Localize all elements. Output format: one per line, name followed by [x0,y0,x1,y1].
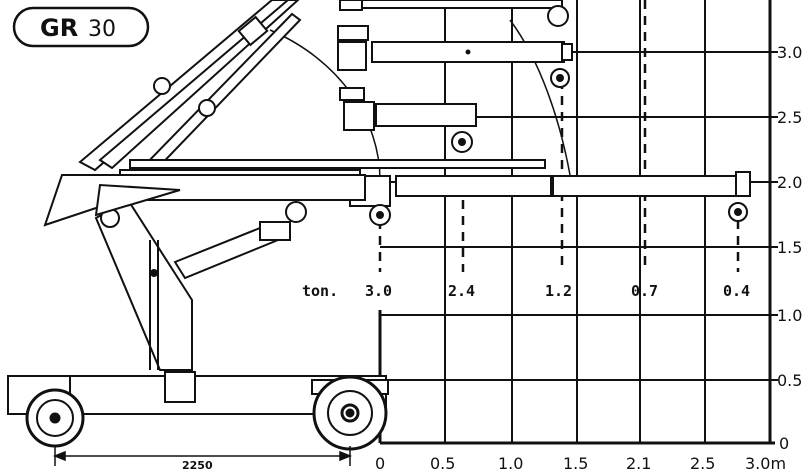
rear-wheel [25,388,85,448]
height-axis-labels: 3.0 2.5 2.0 1.5 1.0 0.5 0 [777,43,802,453]
mast-frame [43,174,366,371]
height-tick-label: 0 [779,434,789,453]
load-label: 1.2 [545,282,572,300]
reach-gridlines [378,0,772,443]
boom-30 [337,25,573,88]
reach-tick-label: 2.1 [626,454,651,471]
jib-swing-arc [509,19,571,176]
model-badge-number: 30 [88,17,116,42]
model-badge: GR 30 [12,6,150,48]
height-tick-label: 2.0 [777,173,802,192]
reach-tick-label: 0 [375,454,385,471]
model-badge-code: GR [40,14,78,42]
height-tick-label: 1.5 [777,238,802,257]
load-label: 3.0 [365,282,392,300]
reach-tick-label: 1.0 [498,454,523,471]
height-ticks [770,51,778,381]
height-tick-label: 3.0 [777,43,802,62]
load-labels: 3.0 2.4 1.2 0.7 0.4 [365,282,750,300]
wheelbase-dimension [52,446,353,466]
height-tick-label: 2.5 [777,108,802,127]
load-label: 0.7 [631,282,658,300]
boom-inclined [78,0,302,178]
reach-tick-label: 0.5 [430,454,455,471]
height-tick-label: 0.5 [777,371,802,390]
load-label: 2.4 [448,282,475,300]
load-drop-lines [378,0,740,272]
unit-label: ton. [302,282,338,300]
reach-tick-label: 1.5 [563,454,588,471]
load-label: 0.4 [723,282,750,300]
height-tick-label: 1.0 [777,306,802,325]
reach-axis-labels: 0 0.5 1.0 1.5 2.1 2.5 3.0m [375,454,786,471]
boom-25 [339,87,477,153]
wheelbase-label: 2250 [182,459,213,471]
front-wheel [312,375,388,451]
reach-tick-label: 2.5 [690,454,715,471]
reach-tick-label: 3.0m [745,454,786,471]
boom-top [339,0,569,27]
